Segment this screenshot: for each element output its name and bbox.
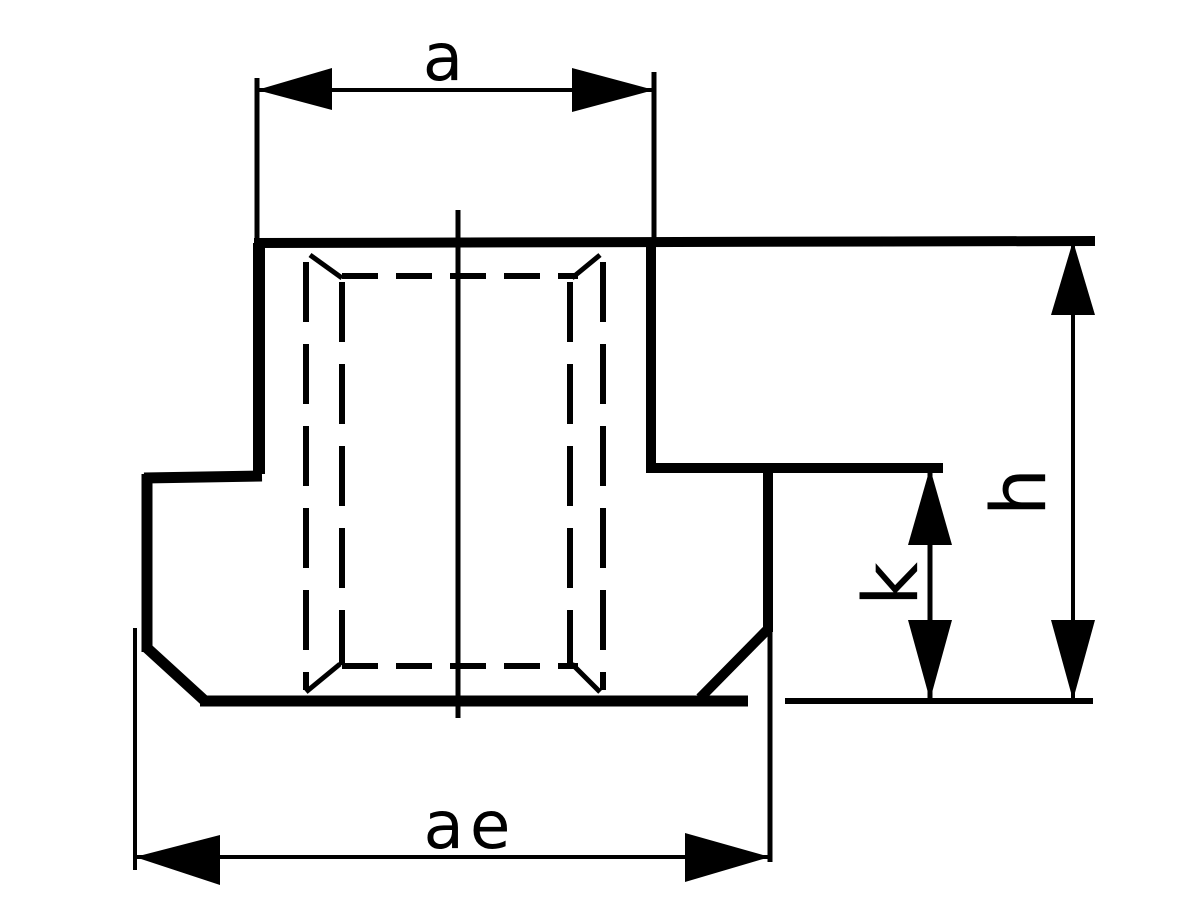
arrow-right-icon [572,68,654,112]
label-a: a [423,19,463,96]
dimension-a [254,68,657,243]
arrow-down-icon [908,620,952,700]
arrow-right-icon [685,833,770,882]
arrow-left-icon [135,835,220,885]
label-ae: ae [423,787,516,864]
dimension-h [785,241,1095,704]
label-k: k [846,562,935,606]
part-outline [141,236,1096,707]
arrow-down-icon [1051,620,1095,700]
dimension-ae [133,628,773,885]
arrow-up-icon [1051,241,1095,315]
hidden-lines [303,252,606,694]
dimension-k [908,468,952,700]
label-h: h [974,468,1063,516]
arrow-up-icon [908,468,952,545]
arrow-left-icon [257,68,332,110]
